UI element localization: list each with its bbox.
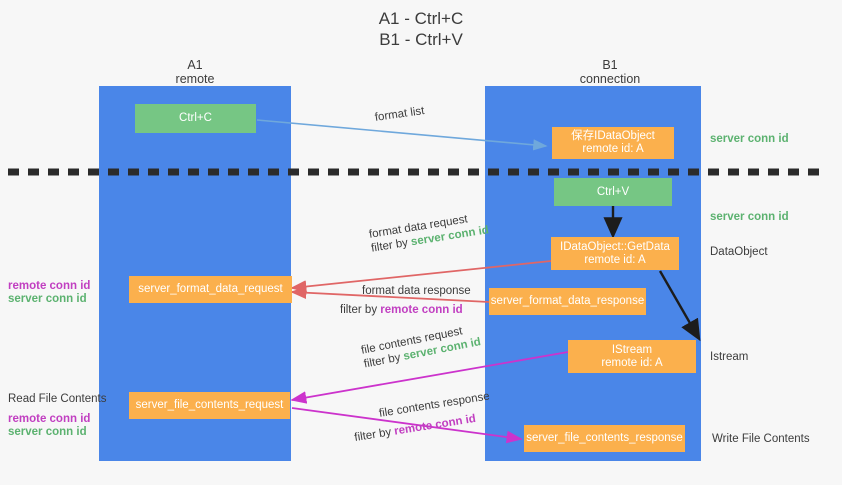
right-label-istream: Istream xyxy=(710,351,749,363)
right-label-dataobject: DataObject xyxy=(710,246,768,258)
filter-value-remote-conn-id: remote conn id xyxy=(380,304,463,316)
title-line-2: B1 - Ctrl+V xyxy=(379,30,463,49)
filter-prefix: filter by xyxy=(353,425,396,444)
edge-label-format-list-text: format list xyxy=(374,105,426,124)
right-label-write-file-contents: Write File Contents xyxy=(712,433,810,445)
node-server-format-data-request[interactable]: server_format_data_request xyxy=(129,276,292,303)
node-istream-line1: IStream xyxy=(611,343,653,356)
edge-label-format-data-response-filter: filter by remote conn id xyxy=(340,303,471,317)
node-ctrl-v[interactable]: Ctrl+V xyxy=(554,178,672,206)
node-server-file-contents-request-label: server_file_contents_request xyxy=(135,399,284,411)
node-server-format-data-response-label: server_format_data_response xyxy=(490,295,645,307)
node-idataobject-getdata-line1: IDataObject::GetData xyxy=(560,240,670,253)
right-label-server-conn-id-top: server conn id xyxy=(710,133,789,145)
node-save-idataobject[interactable]: 保存IDataObject remote id: A xyxy=(552,127,674,159)
title-line-1: A1 - Ctrl+C xyxy=(378,9,464,28)
node-server-format-data-request-label: server_format_data_request xyxy=(138,283,283,295)
edge-label-file-contents-request: file contents request filter by server c… xyxy=(360,321,482,371)
node-server-format-data-response[interactable]: server_format_data_response xyxy=(489,288,646,315)
column-header-a1-sub: remote xyxy=(175,72,215,86)
node-idataobject-getdata-line2: remote id: A xyxy=(584,253,646,266)
node-server-file-contents-response[interactable]: server_file_contents_response xyxy=(524,425,685,452)
node-istream-line2: remote id: A xyxy=(601,356,663,369)
edge-label-file-contents-response: file contents response filter by remote … xyxy=(354,389,494,443)
filter-prefix: filter by xyxy=(340,304,381,316)
left-label-server-conn-id-1: server conn id xyxy=(8,293,87,305)
left-label-remote-conn-id-2: remote conn id xyxy=(8,413,91,425)
edge-label-format-data-response-text: format data response xyxy=(362,285,471,297)
column-header-b1-name: B1 xyxy=(602,58,618,72)
left-label-read-file-contents: Read File Contents xyxy=(8,393,107,405)
node-server-file-contents-response-label: server_file_contents_response xyxy=(526,432,683,444)
node-save-idataobject-line2: remote id: A xyxy=(582,143,644,155)
node-ctrl-v-label: Ctrl+V xyxy=(596,185,630,198)
node-istream[interactable]: IStream remote id: A xyxy=(568,340,696,373)
node-ctrl-c-label: Ctrl+C xyxy=(179,112,212,124)
edge-label-format-data-response: format data response filter by remote co… xyxy=(340,284,471,317)
edge-label-file-contents-response-filter: filter by remote conn id xyxy=(353,409,493,445)
node-idataobject-getdata[interactable]: IDataObject::GetData remote id: A xyxy=(551,237,679,270)
left-label-remote-conn-id-1: remote conn id xyxy=(8,280,91,292)
column-header-b1: B1 connection xyxy=(540,58,680,86)
column-header-a1-name: A1 xyxy=(187,58,203,72)
page-title: A1 - Ctrl+C B1 - Ctrl+V xyxy=(0,8,842,50)
left-label-server-conn-id-2: server conn id xyxy=(8,426,87,438)
edge-label-format-data-request: format data request filter by server con… xyxy=(368,209,490,255)
node-server-file-contents-request[interactable]: server_file_contents_request xyxy=(129,392,290,419)
right-label-server-conn-id-mid: server conn id xyxy=(710,211,789,223)
node-save-idataobject-line1: 保存IDataObject xyxy=(571,130,655,142)
node-ctrl-c[interactable]: Ctrl+C xyxy=(135,104,256,133)
column-header-a1: A1 remote xyxy=(140,58,250,86)
column-header-b1-sub: connection xyxy=(579,72,641,86)
edge-label-format-list: format list xyxy=(374,104,425,125)
